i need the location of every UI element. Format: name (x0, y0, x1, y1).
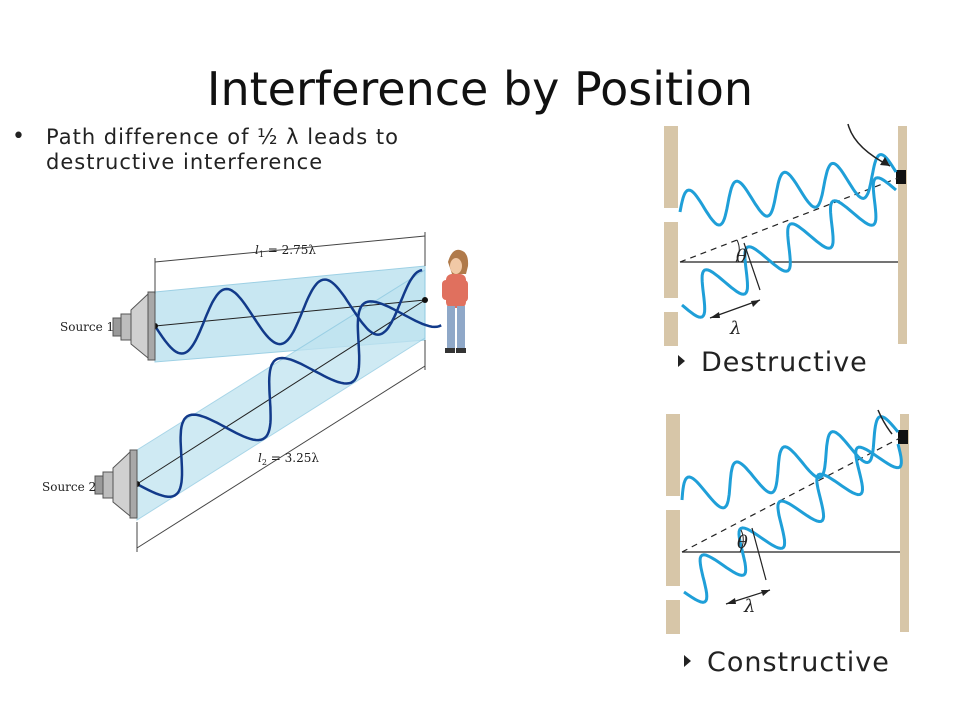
bullet-point: • Path difference of ½ λ leads to destru… (12, 124, 492, 175)
detector-pointer-head (880, 157, 890, 166)
wave-source-1 (153, 268, 423, 355)
barrier-bottom (664, 312, 678, 346)
lambda-arrow-right-2 (761, 590, 770, 596)
barrier-middle (664, 222, 678, 298)
lambda-arrow-right (751, 300, 760, 307)
listener-person-icon (442, 249, 469, 353)
theta-arc-2 (739, 529, 744, 553)
screen-wall (898, 126, 907, 344)
destructive-diagram: θ λ (664, 123, 907, 346)
barrier-bottom-2 (666, 600, 680, 634)
l2-label: l2 = 3.25λ (258, 451, 319, 467)
barrier-top (664, 126, 678, 208)
detector-icon-2 (898, 430, 908, 444)
path-line-2 (136, 299, 426, 485)
l1-label: l1 = 2.75λ (255, 243, 316, 259)
slide-title: Interference by Position (206, 62, 754, 116)
barrier-top-2 (666, 414, 680, 496)
wavefront-line (743, 242, 761, 291)
bullet-text: Path difference of ½ λ leads to destruct… (46, 125, 399, 174)
caption-arrow-icon (678, 354, 685, 367)
constructive-diagram: θ λ (666, 409, 909, 634)
lambda-arrow-left-2 (726, 598, 736, 604)
detector-pointer-2 (877, 409, 893, 435)
caption-constructive: Constructive (684, 647, 890, 678)
two-source-diagram: Source 1 Source 2 l1 = 2.75λ l2 = 3.25λ (42, 232, 469, 552)
wave-lower-2 (683, 443, 903, 604)
theta-label: θ (736, 246, 747, 267)
theta-arc (735, 239, 740, 263)
source-2-label: Source 2 (42, 480, 96, 494)
caption-destructive: Destructive (678, 347, 868, 378)
bullet-dot-icon: • (12, 124, 26, 149)
lambda-label: λ (729, 318, 741, 339)
detector-icon (896, 170, 906, 184)
theta-label-2: θ (737, 532, 748, 553)
dashed-path (679, 177, 899, 263)
wavefront-line-2 (751, 527, 767, 581)
wave-lower (681, 176, 897, 319)
barrier-middle-2 (666, 510, 680, 586)
caption-constructive-text: Constructive (707, 647, 890, 678)
screen-wall-2 (900, 414, 909, 632)
wave-source-2 (136, 300, 442, 498)
source-1-label: Source 1 (60, 320, 114, 334)
lambda-label-2: λ (743, 596, 755, 617)
l1-dimension-line (154, 235, 426, 263)
dashed-path-2 (681, 437, 901, 553)
caption-destructive-text: Destructive (701, 347, 868, 378)
speaker-1-icon (112, 291, 156, 361)
speaker-2-icon (94, 449, 138, 519)
l2-dimension-line (136, 365, 426, 549)
wave-upper (678, 153, 898, 227)
wave-upper-2 (680, 415, 900, 510)
listener-point (422, 297, 428, 303)
lambda-arrow-left (710, 312, 720, 318)
caption-arrow-icon-2 (684, 654, 691, 667)
